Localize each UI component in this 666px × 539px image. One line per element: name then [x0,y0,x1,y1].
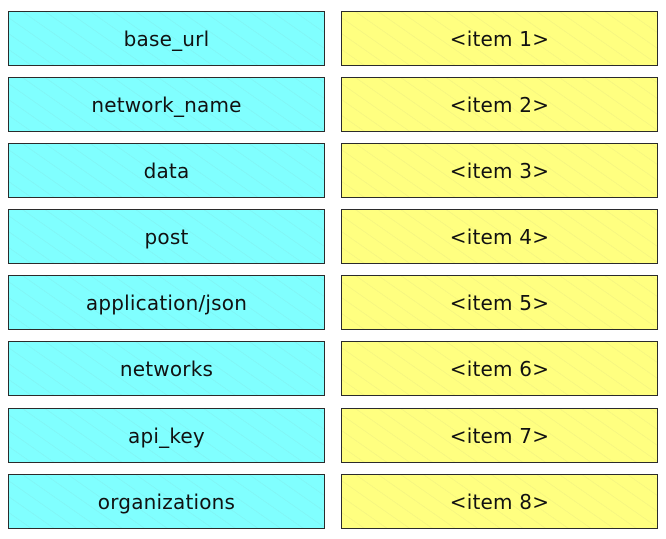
target-slot-label: <item 3> [449,158,550,183]
target-slot-item-7[interactable]: <item 7> [341,408,658,463]
answer-tile-application-json[interactable]: application/json [8,275,325,330]
answer-tile-organizations[interactable]: organizations [8,474,325,529]
answer-tile-label: post [144,224,189,249]
match-row-5: application/json <item 5> [0,275,666,332]
target-slot-label: <item 4> [449,224,550,249]
match-row-6: networks <item 6> [0,341,666,398]
target-slot-label: <item 7> [449,423,550,448]
match-row-7: api_key <item 7> [0,408,666,465]
answer-tile-label: data [143,158,190,183]
target-slot-item-4[interactable]: <item 4> [341,209,658,264]
target-slot-label: <item 2> [449,92,550,117]
answer-tile-label: networks [119,356,214,381]
answer-tile-label: api_key [128,423,205,448]
answer-tile-label: network_name [91,92,242,117]
match-row-1: base_url <item 1> [0,11,666,68]
answer-tile-base-url[interactable]: base_url [8,11,325,66]
target-slot-item-8[interactable]: <item 8> [341,474,658,529]
target-slot-item-2[interactable]: <item 2> [341,77,658,132]
match-row-8: organizations <item 8> [0,474,666,531]
answer-tile-networks[interactable]: networks [8,341,325,396]
target-slot-item-5[interactable]: <item 5> [341,275,658,330]
target-slot-label: <item 6> [449,356,550,381]
target-slot-label: <item 5> [449,290,550,315]
target-slot-item-6[interactable]: <item 6> [341,341,658,396]
target-slot-item-3[interactable]: <item 3> [341,143,658,198]
match-row-2: network_name <item 2> [0,77,666,134]
answer-tile-api-key[interactable]: api_key [8,408,325,463]
answer-tile-label: application/json [85,290,248,315]
answer-tile-data[interactable]: data [8,143,325,198]
answer-tile-network-name[interactable]: network_name [8,77,325,132]
answer-tile-label: base_url [123,26,210,51]
target-slot-label: <item 1> [449,26,550,51]
match-row-4: post <item 4> [0,209,666,266]
answer-tile-label: organizations [97,489,236,514]
target-slot-label: <item 8> [449,489,550,514]
answer-tile-post[interactable]: post [8,209,325,264]
target-slot-item-1[interactable]: <item 1> [341,11,658,66]
match-row-3: data <item 3> [0,143,666,200]
